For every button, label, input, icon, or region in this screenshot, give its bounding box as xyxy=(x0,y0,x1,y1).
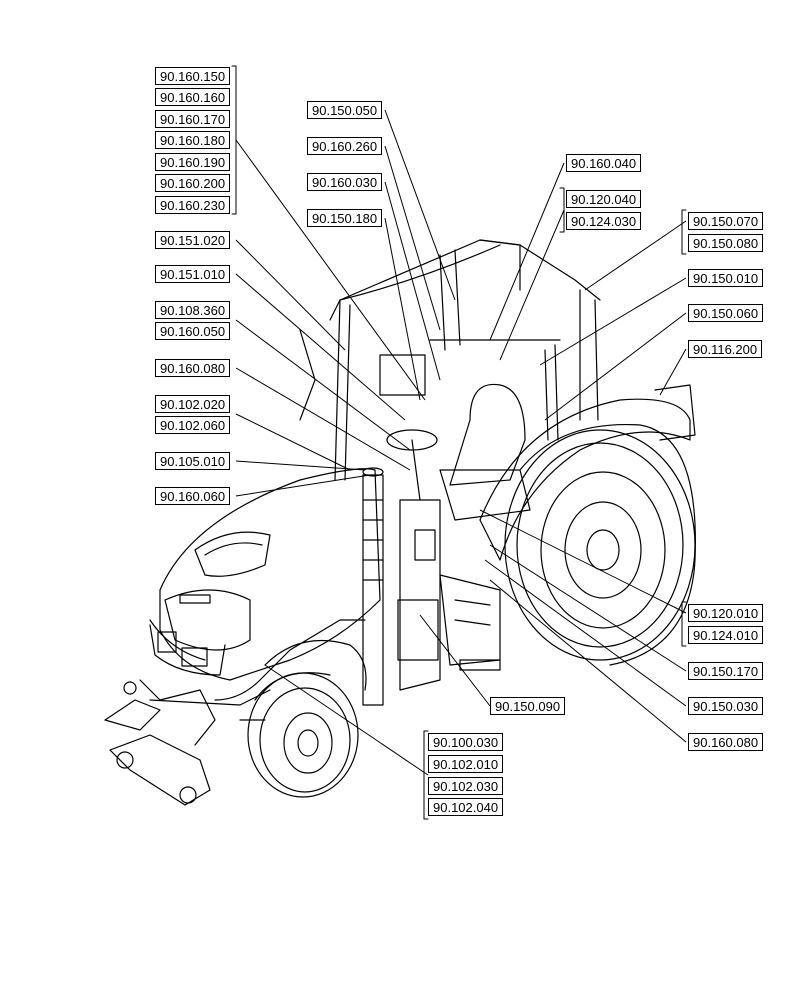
part-label[interactable]: 90.160.030 xyxy=(307,173,383,191)
hood xyxy=(149,468,381,681)
part-label[interactable]: 90.160.230 xyxy=(155,196,231,214)
part-label[interactable]: 90.102.060 xyxy=(155,416,231,434)
rear-plate xyxy=(654,384,696,441)
part-label[interactable]: 90.160.260 xyxy=(307,137,383,155)
part-label[interactable]: 90.160.080 xyxy=(688,733,764,751)
part-label[interactable]: 90.102.040 xyxy=(428,798,504,816)
part-label[interactable]: 90.160.150 xyxy=(155,67,231,85)
part-label[interactable]: 90.102.010 xyxy=(428,755,504,773)
part-label[interactable]: 90.150.080 xyxy=(688,234,764,252)
part-label[interactable]: 90.150.010 xyxy=(688,269,764,287)
front-fender xyxy=(264,639,367,691)
part-label[interactable]: 90.160.080 xyxy=(155,359,231,377)
part-label[interactable]: 90.160.040 xyxy=(566,154,642,172)
part-label[interactable]: 90.160.050 xyxy=(155,322,231,340)
steps xyxy=(397,574,501,671)
rear-wheel xyxy=(504,423,696,666)
part-label[interactable]: 90.116.200 xyxy=(688,340,763,358)
part-label[interactable]: 90.150.180 xyxy=(307,209,383,227)
seat xyxy=(439,383,531,521)
part-label[interactable]: 90.150.030 xyxy=(688,697,764,715)
part-label[interactable]: 90.102.030 xyxy=(428,777,504,795)
part-label[interactable]: 90.102.020 xyxy=(155,395,231,413)
part-label[interactable]: 90.160.160 xyxy=(155,88,231,106)
part-label[interactable]: 90.150.090 xyxy=(490,697,566,715)
part-label[interactable]: 90.150.070 xyxy=(688,212,764,230)
frame xyxy=(214,619,366,721)
front-hitch xyxy=(104,679,271,806)
part-label[interactable]: 90.160.170 xyxy=(155,110,231,128)
part-label[interactable]: 90.124.030 xyxy=(566,212,642,230)
cab-frame xyxy=(299,239,601,481)
part-label[interactable]: 90.160.200 xyxy=(155,174,231,192)
part-label[interactable]: 90.151.010 xyxy=(155,265,231,283)
rear-fender xyxy=(479,398,691,561)
part-label[interactable]: 90.120.040 xyxy=(566,190,642,208)
part-label[interactable]: 90.150.060 xyxy=(688,304,764,322)
part-label[interactable]: 90.150.170 xyxy=(688,662,764,680)
part-label[interactable]: 90.150.050 xyxy=(307,101,383,119)
part-label[interactable]: 90.105.010 xyxy=(155,452,231,470)
grille xyxy=(149,624,226,676)
part-label[interactable]: 90.120.010 xyxy=(688,604,764,622)
part-label[interactable]: 90.160.190 xyxy=(155,153,231,171)
steering-console xyxy=(379,354,441,691)
part-label[interactable]: 90.160.060 xyxy=(155,487,231,505)
part-label[interactable]: 90.108.360 xyxy=(155,301,231,319)
part-label[interactable]: 90.100.030 xyxy=(428,733,504,751)
exhaust xyxy=(362,467,384,706)
part-label[interactable]: 90.160.180 xyxy=(155,131,231,149)
part-label[interactable]: 90.151.020 xyxy=(155,231,231,249)
part-label[interactable]: 90.124.010 xyxy=(688,626,764,644)
front-wheel xyxy=(247,672,359,798)
